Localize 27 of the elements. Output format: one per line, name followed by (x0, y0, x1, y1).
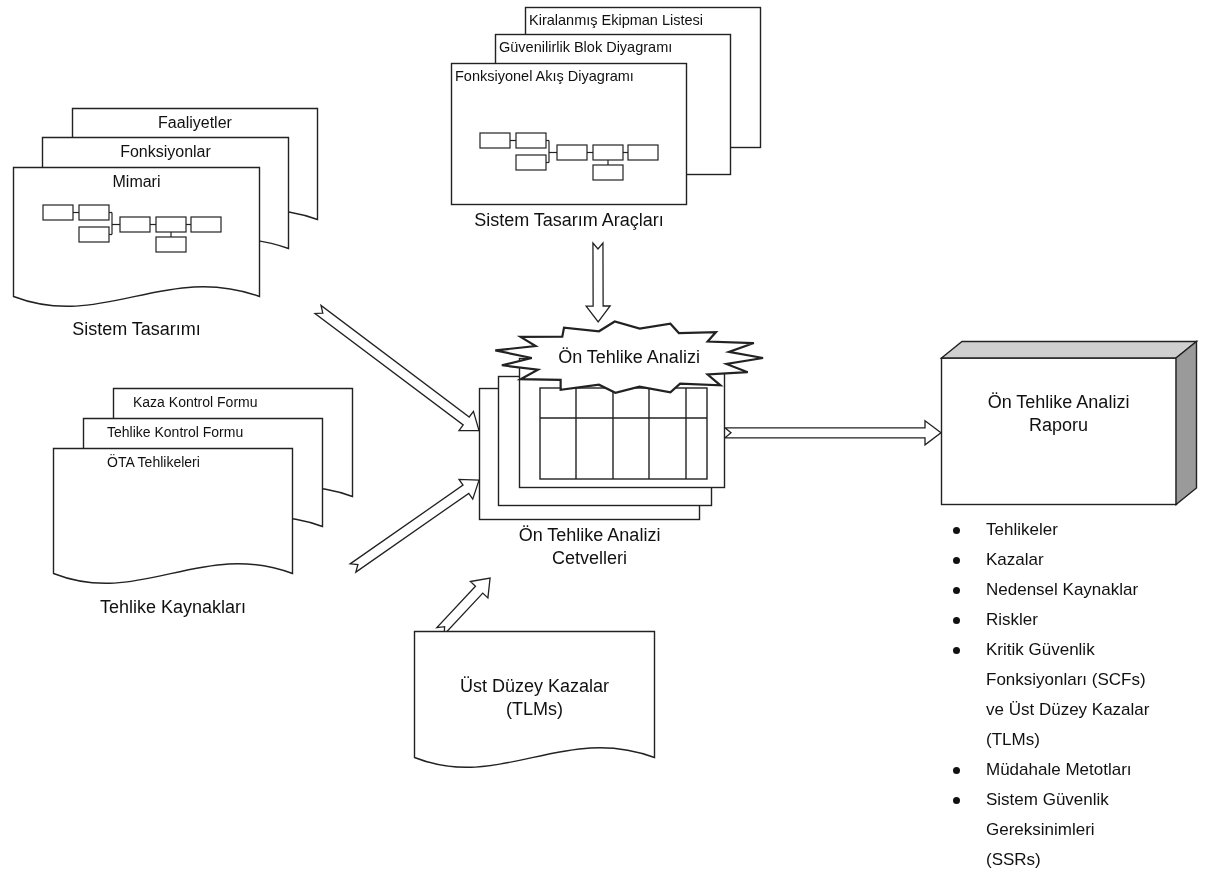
list-item: Kritik Güvenlik Fonksiyonları (SCFs) ve Üst Düzey Kazalar (TLMs) (986, 639, 1151, 751)
node-label: Sistem Tasarımı (71, 318, 202, 341)
node-label: Üst Düzey Kazalar (TLMs) (458, 675, 611, 720)
list-item: Tehlikeler (986, 519, 1059, 541)
node-label: Faaliyetler (157, 113, 233, 133)
node-label: Fonksiyonel Akış Diyagramı (455, 67, 635, 86)
node-label: Güvenilirlik Blok Diyagramı (499, 38, 674, 57)
block-arrow (723, 419, 943, 447)
node-label: Tehlike Kaynakları (98, 596, 248, 619)
node-label: Kaza Kontrol Formu (133, 394, 259, 412)
node-label: Mimari (111, 172, 162, 192)
list-item: Riskler (986, 609, 1039, 631)
node-label: Ön Tehlike Analizi Cetvelleri (517, 524, 662, 569)
block-arrow (348, 478, 480, 574)
list-item: Müdahale Metotları (986, 759, 1133, 781)
block-arrow (313, 303, 480, 432)
list-item: Nedensel Kaynaklar (986, 579, 1140, 601)
node-label: Kiralanmış Ekipman Listesi (529, 11, 705, 30)
block-arrow (584, 241, 612, 324)
node-label: ÖTA Tehlikeleri (107, 454, 201, 472)
starburst-label: Ön Tehlike Analizi (557, 346, 701, 369)
list-item: Kazalar (986, 549, 1045, 571)
node-label: Ön Tehlike Analizi Raporu (986, 391, 1131, 436)
node-label: Tehlike Kontrol Formu (107, 424, 245, 442)
node-label: Fonksiyonlar (119, 142, 212, 162)
list-item: Sistem Güvenlik Gereksinimleri (SSRs) (986, 789, 1110, 871)
node-label: Sistem Tasarım Araçları (473, 209, 665, 232)
